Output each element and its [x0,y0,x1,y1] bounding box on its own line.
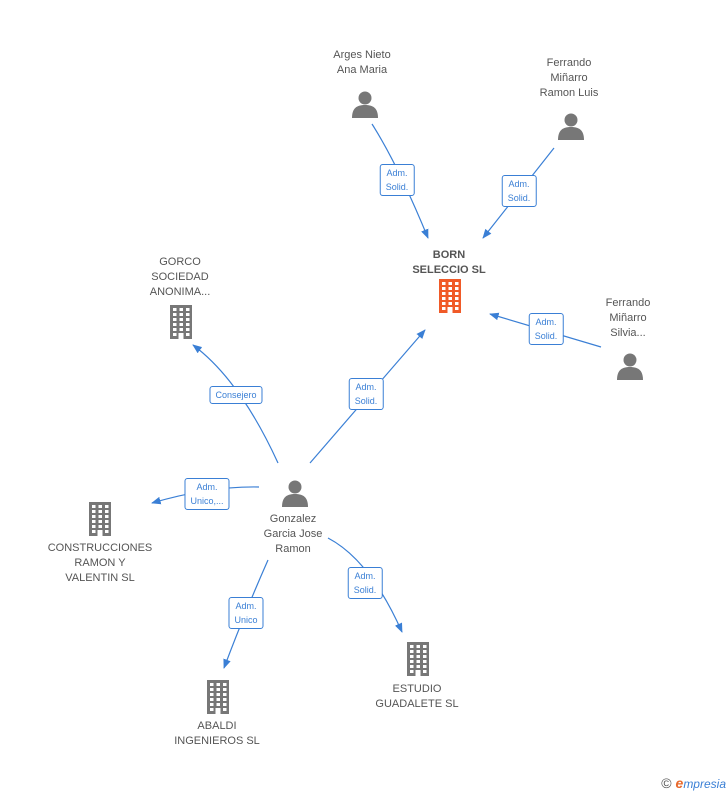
node-label-gorco[interactable]: GORCO SOCIEDAD ANONIMA... [149,256,211,298]
building-icon[interactable] [404,642,432,681]
edge-label[interactable]: Adm. Solid. [528,313,564,345]
node-label-construcciones[interactable]: CONSTRUCCIONES RAMON Y VALENTIN SL [47,542,153,584]
footer-brand: ©empresia [661,775,726,791]
edge-label[interactable]: Adm. Unico,... [184,478,230,510]
edge-gonzalez-to-gorco [192,344,279,464]
node-label-born[interactable]: BORN SELECCIO SL [412,249,486,276]
edge-label[interactable]: Consejero [209,386,263,404]
building-icon[interactable] [436,279,464,318]
edge-label[interactable]: Adm. Solid. [501,175,537,207]
node-label-ferrando-silvia[interactable]: Ferrando Miñarro Silvia... [605,297,651,339]
person-icon[interactable] [616,352,644,385]
person-icon[interactable] [281,479,309,512]
node-label-gonzalez[interactable]: Gonzalez Garcia Jose Ramon [263,513,323,555]
building-icon[interactable] [167,305,195,344]
edge-label[interactable]: Adm. Unico [228,597,264,629]
edge-label[interactable]: Adm. Solid. [348,378,384,410]
node-label-estudio[interactable]: ESTUDIO GUADALETE SL [375,683,459,710]
node-label-arges[interactable]: Arges Nieto Ana Maria [333,49,391,76]
brand-initial: e [675,775,684,791]
copyright-symbol: © [661,775,672,791]
person-icon[interactable] [351,90,379,123]
edge-label[interactable]: Adm. Solid. [347,567,383,599]
node-label-abaldi[interactable]: ABALDI INGENIEROS SL [174,720,260,747]
edge-label[interactable]: Adm. Solid. [379,164,415,196]
person-icon[interactable] [557,112,585,145]
node-label-ferrando-luis[interactable]: Ferrando Miñarro Ramon Luis [539,57,599,99]
building-icon[interactable] [204,680,232,719]
brand-name: mpresia [683,777,726,791]
building-icon[interactable] [86,502,114,541]
